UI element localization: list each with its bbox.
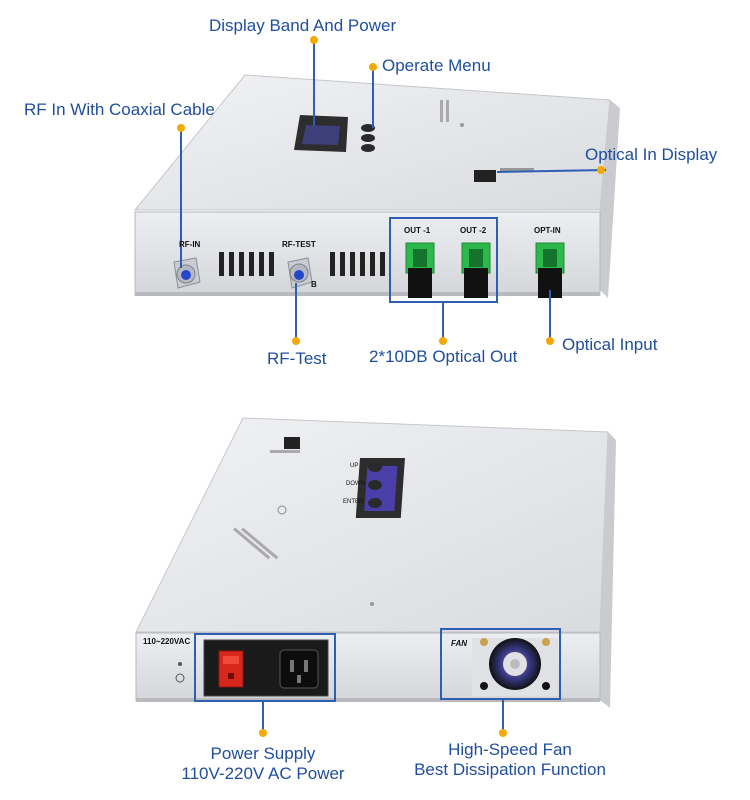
leader-lines	[180, 40, 607, 733]
callout-fan: High-Speed Fan Best Dissipation Function	[395, 740, 625, 779]
callout-optical-in-display: Optical In Display	[585, 145, 718, 164]
top-button-1	[361, 124, 375, 132]
top-optical-display	[474, 170, 496, 182]
laser-warning-mark	[233, 505, 287, 560]
power-module	[203, 639, 329, 697]
panel-label-voltage: 110~220VAC	[143, 637, 191, 646]
bottom-button-down	[368, 480, 382, 490]
rf-test-connector	[287, 257, 313, 289]
leader-dots	[177, 36, 605, 737]
top-button-2	[361, 134, 375, 142]
out2-sc-connector	[461, 242, 491, 298]
bottom-button-up	[368, 462, 382, 472]
panel-label-rf-in: RF-IN	[179, 240, 201, 249]
callout-operate-menu: Operate Menu	[382, 56, 491, 75]
callout-rf-in: RF In With Coaxial Cable	[24, 100, 215, 119]
top-vents-right	[330, 252, 385, 276]
power-highlight-box	[194, 633, 336, 702]
out1-sc-connector	[405, 242, 435, 298]
fan	[472, 638, 558, 696]
callout-optical-input: Optical Input	[562, 335, 658, 354]
bottom-button-enter	[368, 498, 382, 508]
panel-label-rf-test-db: B	[311, 280, 317, 289]
bottom-device-side	[600, 432, 616, 708]
panel-label-down: DOWN	[346, 481, 365, 487]
fan-highlight-box	[440, 628, 561, 700]
callout-fan-line2: Best Dissipation Function	[414, 759, 606, 779]
top-device-front-panel	[134, 211, 601, 296]
ground-symbol	[175, 662, 185, 683]
bottom-device	[135, 417, 616, 708]
callout-optical-out: 2*10DB Optical Out	[369, 347, 518, 366]
panel-label-up: UP	[350, 463, 359, 469]
callout-display-band-power: Display Band And Power	[209, 16, 397, 35]
top-button-3	[361, 144, 375, 152]
callout-power-supply-line1: Power Supply	[210, 744, 316, 763]
callout-fan-line1: High-Speed Fan	[448, 740, 572, 759]
rf-in-connector	[173, 257, 201, 289]
panel-label-out2: OUT -2	[460, 226, 487, 235]
top-device	[133, 74, 620, 298]
panel-label-out1: OUT -1	[404, 226, 431, 235]
panel-label-rf-test: RF-TEST	[282, 240, 316, 249]
opt-in-sc-connector	[535, 242, 565, 298]
panel-label-enter: ENTER	[343, 499, 364, 505]
panel-label-fan: FAN	[451, 639, 467, 648]
top-vents-left	[219, 252, 274, 276]
callout-rf-test: RF-Test	[267, 349, 327, 368]
bottom-device-lid	[135, 417, 609, 633]
iec-inlet	[279, 649, 319, 689]
panel-label-opt-in: OPT-IN	[534, 226, 561, 235]
callout-power-supply: Power Supply 110V-220V AC Power	[150, 744, 376, 783]
bottom-small-display	[284, 437, 300, 449]
callout-power-supply-line2: 110V-220V AC Power	[181, 763, 345, 783]
top-device-side	[600, 100, 620, 298]
